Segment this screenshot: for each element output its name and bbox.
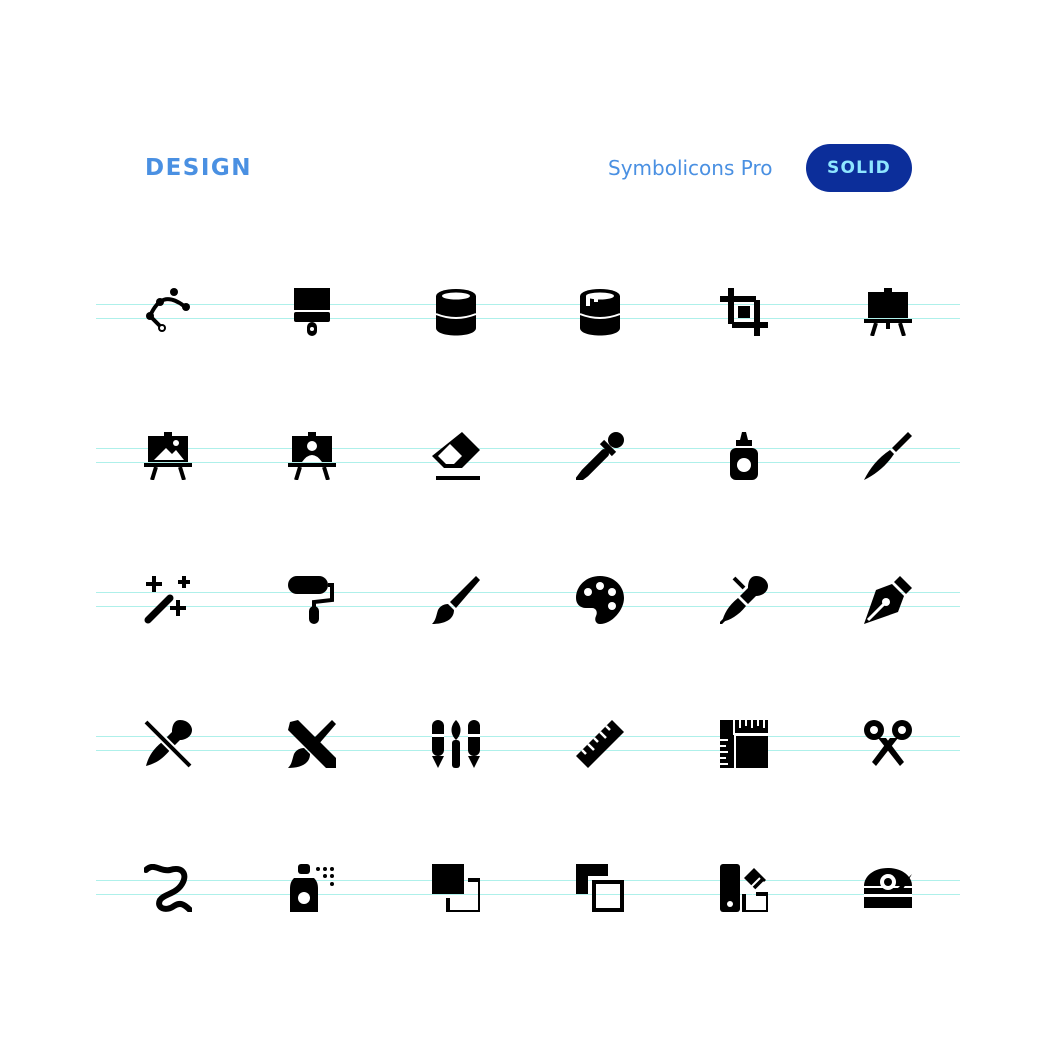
pen-disabled-icon[interactable] (144, 720, 192, 768)
easel-landscape-icon[interactable] (144, 432, 192, 480)
paint-roller-icon[interactable] (288, 576, 336, 624)
paint-brush-wide-icon[interactable] (288, 288, 336, 336)
magic-wand-icon[interactable] (144, 576, 192, 624)
eraser-icon[interactable] (432, 432, 480, 480)
guide-line (96, 736, 960, 737)
guide-line (96, 462, 960, 463)
layers-back-icon[interactable] (432, 864, 480, 912)
scissors-icon[interactable] (864, 720, 912, 768)
ruler-icon[interactable] (576, 720, 624, 768)
design-title: DESIGN (145, 155, 253, 181)
guide-line (96, 592, 960, 593)
guide-line (96, 448, 960, 449)
pen-brush-crossed-icon[interactable] (288, 720, 336, 768)
brand-label: Symbolicons Pro (608, 156, 773, 180)
style-badge: SOLID (806, 144, 912, 192)
layers-front-icon[interactable] (576, 864, 624, 912)
guide-line (96, 880, 960, 881)
crop-icon[interactable] (720, 288, 768, 336)
art-tools-icon[interactable] (432, 720, 480, 768)
spray-can-icon[interactable] (288, 864, 336, 912)
scalpel-icon[interactable] (864, 432, 912, 480)
paintbrush-icon[interactable] (432, 576, 480, 624)
tape-dispenser-icon[interactable] (864, 864, 912, 912)
glue-bottle-icon[interactable] (720, 432, 768, 480)
guide-line (96, 318, 960, 319)
paint-can-drip-icon[interactable] (576, 288, 624, 336)
guide-line (96, 606, 960, 607)
guide-line (96, 894, 960, 895)
guide-line (96, 304, 960, 305)
easel-icon[interactable] (864, 288, 912, 336)
palette-icon[interactable] (576, 576, 624, 624)
bezier-curve-icon[interactable] (144, 288, 192, 336)
eyedropper-icon[interactable] (576, 432, 624, 480)
guide-line (96, 750, 960, 751)
string-loop-icon[interactable] (144, 864, 192, 912)
fountain-pen-icon[interactable] (720, 576, 768, 624)
paint-can-icon[interactable] (432, 288, 480, 336)
swatch-book-icon[interactable] (720, 864, 768, 912)
grid-paper-icon[interactable] (720, 720, 768, 768)
pen-nib-icon[interactable] (864, 576, 912, 624)
easel-portrait-icon[interactable] (288, 432, 336, 480)
